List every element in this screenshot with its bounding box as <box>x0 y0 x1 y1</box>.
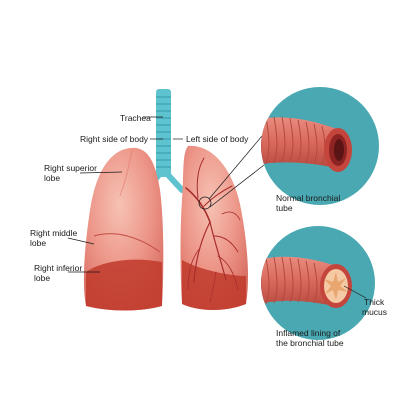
label-right-superior-2: lobe <box>44 173 60 183</box>
normal-tube-inset <box>261 87 379 205</box>
label-inflamed-1: Inflamed lining of <box>276 328 341 338</box>
label-right-inferior-1: Right inferior <box>34 263 82 273</box>
right-inferior-lobe-shade <box>86 259 162 311</box>
pointer-lines <box>67 116 367 299</box>
zoom-marker <box>198 196 212 210</box>
right-lung <box>83 147 164 311</box>
label-left-side: Left side of body <box>186 134 249 144</box>
label-inflamed-2: the bronchial tube <box>276 338 344 348</box>
inflamed-tube-inset <box>261 226 375 340</box>
left-lung <box>180 145 248 310</box>
label-right-inferior-2: lobe <box>34 273 50 283</box>
label-right-superior-1: Right superior <box>44 163 97 173</box>
label-thick-1: Thick <box>364 297 385 307</box>
bronchial-tree <box>185 157 241 303</box>
label-trachea: Trachea <box>120 113 151 123</box>
label-normal-1: Normal bronchial <box>276 193 340 203</box>
label-right-middle-1: Right middle <box>30 228 78 238</box>
label-right-middle-2: lobe <box>30 238 46 248</box>
label-thick-2: mucus <box>362 307 387 317</box>
connector-bottom <box>209 164 265 208</box>
connector-top <box>208 135 263 200</box>
label-right-side: Right side of body <box>80 134 149 144</box>
label-normal-2: tube <box>276 203 293 213</box>
